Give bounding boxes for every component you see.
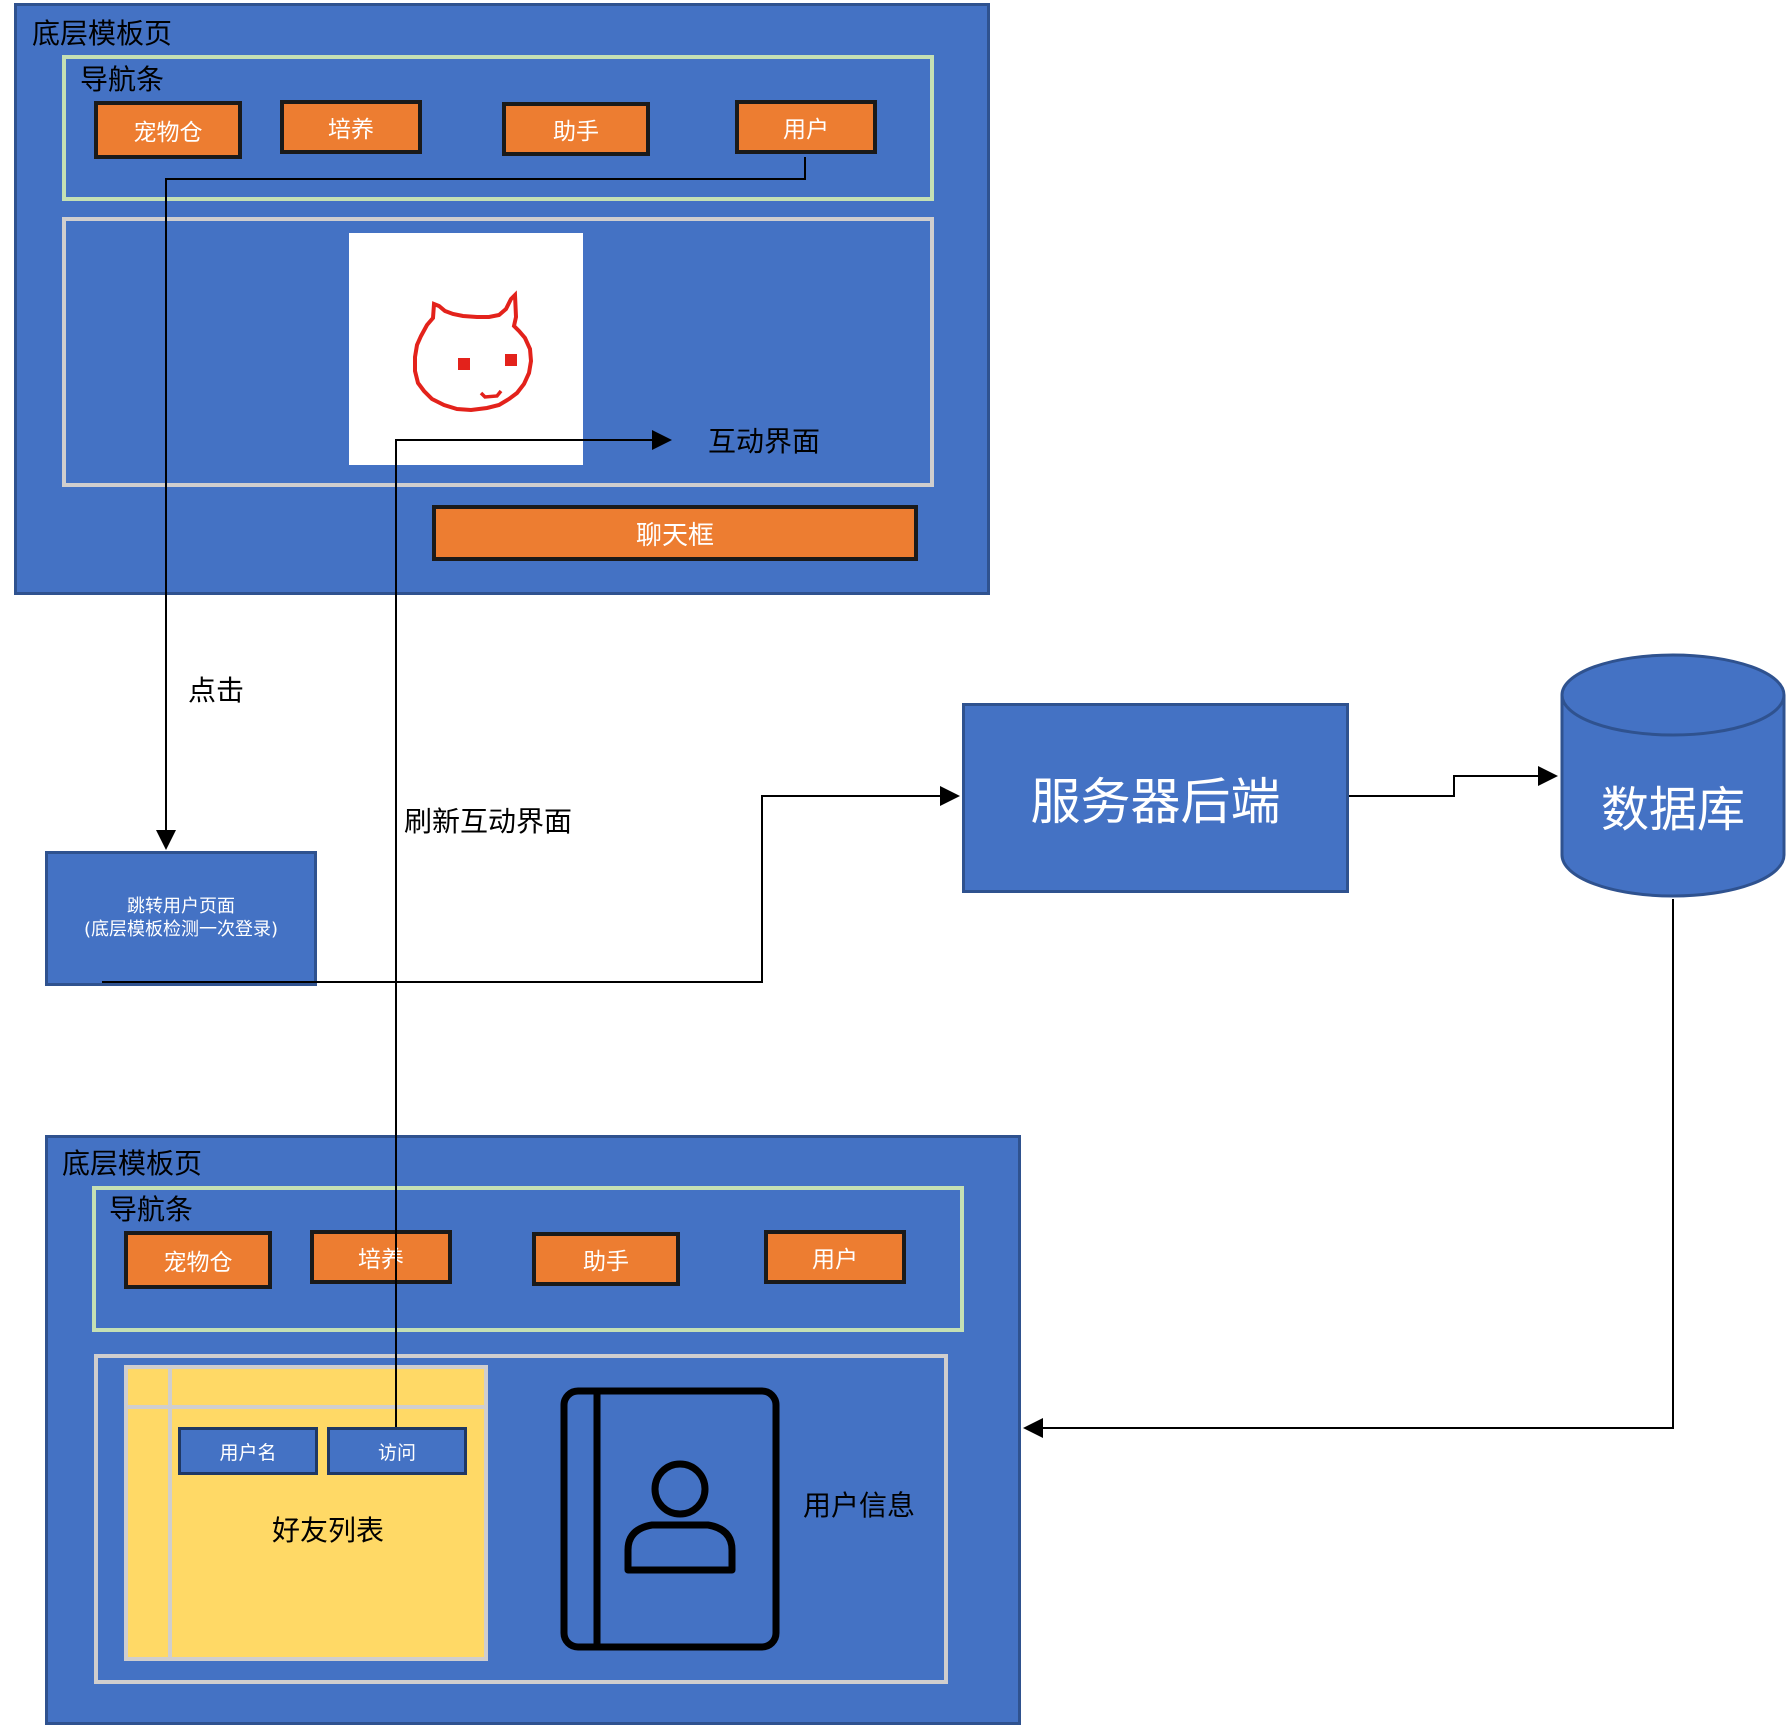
- refresh-edge-label: 刷新互动界面: [404, 805, 573, 838]
- bottom-page-title: 底层模板页: [62, 1147, 203, 1180]
- server-backend-box: 服务器后端: [962, 703, 1349, 893]
- user-info-icon-wrap: [560, 1385, 780, 1651]
- bottom-navbar-title: 导航条: [109, 1193, 194, 1226]
- top-nav-assistant-button[interactable]: 助手: [502, 102, 650, 156]
- bottom-nav-train-button[interactable]: 培养: [310, 1230, 452, 1284]
- top-page-title: 底层模板页: [32, 17, 173, 50]
- top-nav-train-button[interactable]: 培养: [280, 100, 422, 154]
- jump-user-page-box: 跳转用户页面 (底层模板检测一次登录): [45, 851, 317, 986]
- cat-face-icon: [413, 290, 534, 413]
- jump-box-line1: 跳转用户页面: [127, 896, 235, 917]
- click-edge-label: 点击: [188, 674, 245, 707]
- bottom-nav-pet-button[interactable]: 宠物仓: [124, 1231, 272, 1289]
- pet-image[interactable]: [349, 233, 583, 465]
- friend-list-header-divider: [128, 1405, 484, 1409]
- database-label: 数据库: [1600, 782, 1745, 838]
- server-label: 服务器后端: [1030, 773, 1281, 831]
- user-info-label: 用户信息: [803, 1489, 916, 1522]
- visit-button[interactable]: 访问: [327, 1427, 467, 1475]
- bottom-nav-user-button[interactable]: 用户: [764, 1230, 906, 1284]
- friend-list-panel: [124, 1365, 488, 1661]
- contact-book-icon: [560, 1387, 780, 1651]
- chat-box[interactable]: 聊天框: [432, 505, 918, 561]
- interaction-label: 互动界面: [708, 425, 821, 458]
- username-button[interactable]: 用户名: [178, 1427, 318, 1475]
- bottom-nav-assistant-button[interactable]: 助手: [532, 1232, 680, 1286]
- friend-list-label: 好友列表: [272, 1514, 385, 1547]
- top-nav-user-button[interactable]: 用户: [735, 100, 877, 154]
- jump-box-line2: (底层模板检测一次登录): [83, 918, 279, 940]
- top-nav-pet-button[interactable]: 宠物仓: [94, 101, 242, 159]
- friend-list-column-divider: [168, 1369, 172, 1657]
- server-to-database-connector: [1349, 766, 1558, 797]
- top-navbar-title: 导航条: [80, 63, 165, 96]
- database-to-page-connector: [1023, 899, 1674, 1438]
- database-cylinder: [1560, 653, 1786, 899]
